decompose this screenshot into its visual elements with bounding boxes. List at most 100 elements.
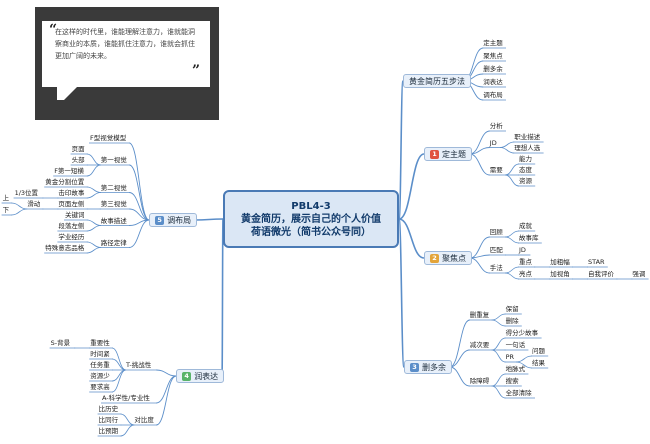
branch-label[interactable]: 路径定律 [100, 238, 127, 247]
branch-label[interactable]: 加粗幅 [550, 258, 570, 266]
connector [86, 219, 101, 226]
branch-label[interactable]: 亮点 [519, 270, 532, 278]
topic-t0[interactable]: 黄金简历五步法 [403, 74, 471, 88]
branch-label[interactable]: 聚焦点 [483, 52, 503, 60]
branch-label[interactable]: 资源 [519, 177, 532, 185]
branch-label[interactable]: 分析 [489, 122, 503, 130]
branch-label[interactable]: 滑动 [27, 200, 41, 208]
branch-label[interactable]: 上 [2, 194, 10, 202]
branch-label[interactable]: 页面 [71, 145, 85, 153]
branch-label[interactable]: 学业经历 [58, 233, 85, 241]
connector [515, 355, 533, 363]
connector [128, 142, 150, 221]
branch-label[interactable]: 理想人选 [514, 144, 541, 152]
branch-label[interactable]: 比预期 [98, 427, 119, 435]
branch-label[interactable]: 对比度 [134, 416, 154, 424]
branch-label[interactable]: 时间紧 [90, 350, 110, 358]
branch-label[interactable]: 头部 [71, 156, 85, 164]
connector [156, 375, 177, 426]
branch-label[interactable]: 要求高 [90, 383, 110, 391]
branch-label[interactable]: JD [519, 246, 526, 254]
branch-label[interactable]: JD [489, 138, 497, 147]
branch-label[interactable]: 减次要 [469, 341, 490, 349]
connector [504, 236, 520, 244]
connector [398, 218, 425, 259]
branch-label[interactable]: 定主题 [483, 39, 503, 47]
branch-label[interactable]: 全部清除 [505, 389, 532, 397]
connector [449, 366, 470, 387]
branch-label[interactable]: STAR [588, 258, 605, 266]
branch-label[interactable]: 成就 [519, 222, 532, 230]
branch-label[interactable]: F第一短横 [54, 167, 84, 175]
branch-label[interactable]: 加视角 [550, 270, 570, 278]
quote-panel [42, 21, 210, 87]
branch-label[interactable]: 手法 [489, 264, 503, 272]
branch-label[interactable]: T-挑战性 [126, 361, 152, 369]
branch-label[interactable]: A-科学性/专业性 [102, 394, 150, 402]
branch-label[interactable]: 重点 [519, 258, 532, 266]
branch-label[interactable]: 第二视觉 [100, 183, 127, 192]
connector [120, 413, 135, 426]
branch-label[interactable]: F型视觉模型 [90, 134, 127, 142]
branch-label[interactable]: S-背景 [50, 339, 71, 347]
topic-label: 润表达 [194, 371, 219, 381]
branch-label[interactable]: 强调 [632, 270, 646, 278]
connector [86, 186, 101, 193]
branch-label[interactable]: 需要 [489, 166, 503, 174]
branch-label[interactable]: 保留 [505, 305, 519, 313]
branch-label[interactable]: 态度 [519, 166, 532, 174]
branch-label[interactable]: 除障碍 [469, 377, 490, 385]
topic-number-badge: 3 [410, 362, 419, 372]
branch-label[interactable]: 特殊意志品格 [45, 244, 85, 252]
branch-label[interactable]: 删除 [505, 317, 519, 325]
branch-label[interactable]: 比历史 [98, 405, 119, 413]
branch-label[interactable]: 故事描述 [100, 216, 127, 225]
branch-label[interactable]: 段落左侧 [58, 222, 85, 230]
central-topic[interactable]: PBL4-3 黄金简历，展示自己的个人价值 荷语微光（简书公众号同） [223, 190, 399, 248]
branch-label[interactable]: 地脉式 [505, 365, 526, 373]
branch-label[interactable]: 搜索 [505, 377, 519, 385]
branch-label[interactable]: 关键词 [65, 211, 85, 219]
connector [469, 236, 490, 259]
branch-label[interactable]: 润表达 [483, 78, 503, 86]
branch-label[interactable]: 比同行 [98, 416, 119, 424]
branch-label[interactable]: 任务重 [90, 361, 110, 369]
branch-label[interactable]: 删重复 [469, 311, 490, 319]
branch-label[interactable]: 问题 [532, 347, 545, 355]
branch-label[interactable]: 第三视觉 [100, 200, 127, 208]
connector [111, 369, 127, 382]
branch-label[interactable]: 页面左侧 [58, 200, 85, 208]
branch-label[interactable]: 击印故事 [58, 189, 85, 197]
branch-label[interactable]: 匹配 [489, 246, 503, 254]
connector [398, 80, 404, 220]
branch-label[interactable]: 调布局 [483, 91, 503, 99]
branch-label[interactable]: 一句话 [505, 341, 526, 349]
branch-label[interactable]: 自我评价 [588, 270, 614, 278]
connector [449, 319, 470, 368]
branch-label[interactable]: 结果 [532, 359, 545, 367]
topic-label: 定主题 [442, 149, 466, 159]
branch-label[interactable]: 重要性 [90, 339, 110, 347]
connector [491, 319, 506, 327]
branch-label[interactable]: 得分少故事 [505, 329, 539, 337]
branch-label[interactable]: 第一视觉 [100, 156, 127, 164]
branch-label[interactable]: 回顾 [489, 228, 503, 236]
branch-label[interactable]: 删多余 [483, 65, 503, 73]
branch-label[interactable]: 1/3位置 [14, 189, 39, 197]
branch-label[interactable]: PR [505, 353, 515, 361]
branch-label[interactable]: 能力 [519, 155, 532, 163]
branch-label[interactable]: 职业描述 [514, 133, 541, 141]
branch-label[interactable]: 资源少 [90, 372, 110, 380]
branch-label[interactable]: 下 [2, 206, 10, 214]
connector [86, 164, 101, 177]
topic-label: 聚焦点 [442, 253, 466, 263]
branch-label[interactable]: 故事库 [519, 234, 539, 242]
connector [469, 153, 490, 176]
branch-label[interactable]: 黄金分割位置 [45, 178, 85, 186]
central-author: 荷语微光（简书公众号同） [251, 226, 371, 238]
